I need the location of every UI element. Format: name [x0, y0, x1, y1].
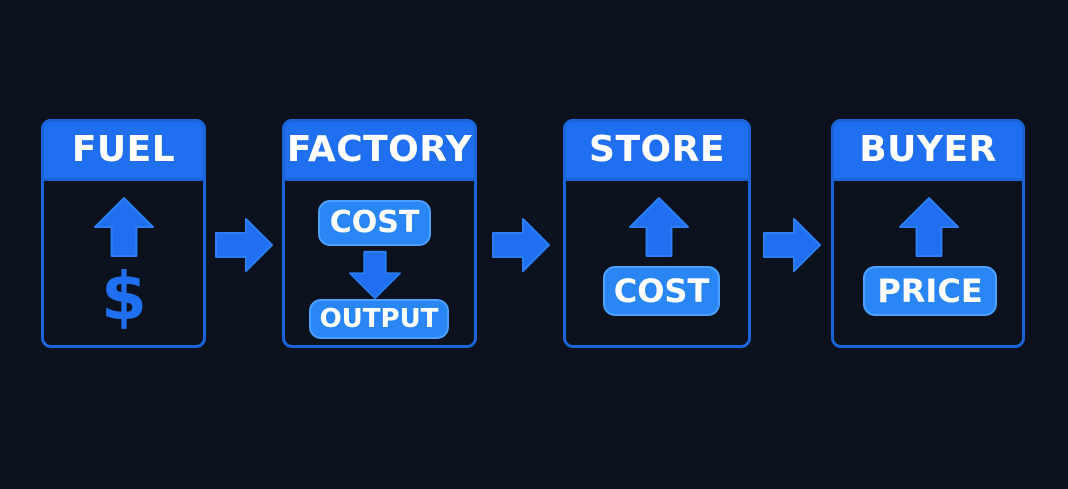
- arrow-up-icon: [899, 197, 959, 257]
- stage-title: FACTORY: [286, 129, 473, 170]
- cost-label: COST: [318, 200, 431, 246]
- stage-title: BUYER: [859, 129, 997, 170]
- arrow-right-icon: [492, 218, 550, 272]
- output-label: OUTPUT: [309, 299, 449, 339]
- arrow-up-icon: [94, 197, 154, 257]
- stage-header: BUYER: [831, 119, 1025, 181]
- price-label: PRICE: [863, 266, 997, 316]
- arrow-right-icon: [763, 218, 821, 272]
- stage-buyer: BUYER PRICE: [831, 119, 1025, 348]
- arrow-down-icon: [349, 250, 401, 300]
- stage-title: FUEL: [71, 129, 176, 170]
- dollar-icon: $: [101, 258, 147, 335]
- stage-factory: FACTORY COST OUTPUT: [282, 119, 477, 348]
- cost-label: COST: [603, 266, 720, 316]
- stage-header: FUEL: [41, 119, 206, 181]
- stage-store: STORE COST: [563, 119, 751, 348]
- stage-title: STORE: [589, 129, 725, 170]
- arrow-right-icon: [215, 218, 273, 272]
- stage-fuel: FUEL $: [41, 119, 206, 348]
- stage-header: STORE: [563, 119, 751, 181]
- stage-header: FACTORY: [282, 119, 477, 181]
- arrow-up-icon: [629, 197, 689, 257]
